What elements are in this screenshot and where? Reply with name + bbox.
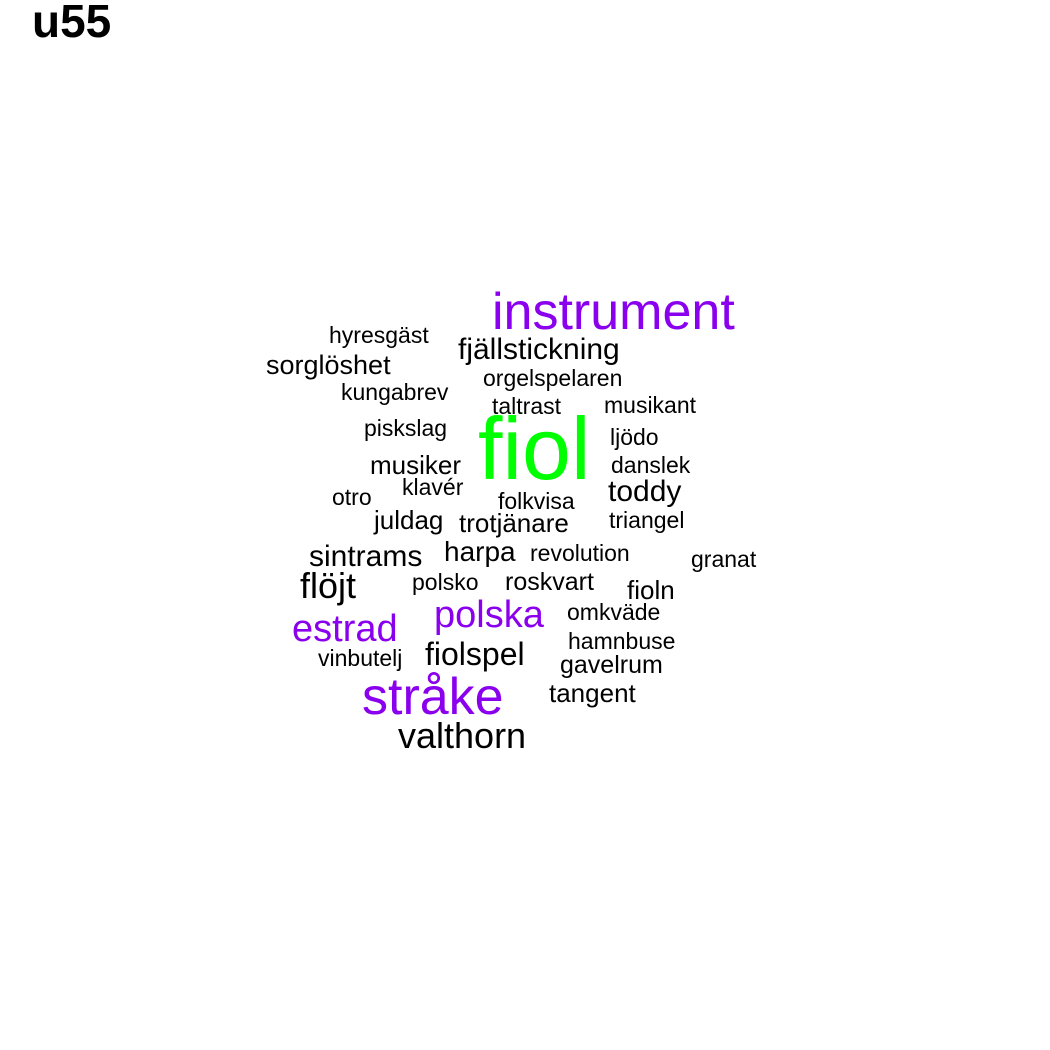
word-instrument: instrument xyxy=(492,283,735,342)
word-triangel: triangel xyxy=(609,507,685,534)
word-juldag: juldag xyxy=(374,504,444,535)
word-harpa: harpa xyxy=(444,535,516,567)
word-fiol: fiol xyxy=(478,398,591,498)
page-title: u55 xyxy=(32,0,112,47)
word-hyresgäst: hyresgäst xyxy=(329,322,429,349)
word-otro: otro xyxy=(332,484,372,511)
word-klavér: klavér xyxy=(402,474,464,501)
word-trotjänare: trotjänare xyxy=(459,507,569,538)
word-danslek: danslek xyxy=(611,452,691,479)
word-fiolspel: fiolspel xyxy=(425,636,525,673)
word-omkväde: omkväde xyxy=(567,599,661,626)
word-valthorn: valthorn xyxy=(398,714,527,756)
word-hamnbuse: hamnbuse xyxy=(568,628,676,655)
word-polsko: polsko xyxy=(412,569,479,596)
word-toddy: toddy xyxy=(608,475,682,508)
word-estrad: estrad xyxy=(292,607,398,650)
word-sorglöshet: sorglöshet xyxy=(266,349,391,380)
word-ljödo: ljödo xyxy=(610,424,659,451)
word-kungabrev: kungabrev xyxy=(341,379,449,406)
word-folkvisa: folkvisa xyxy=(498,488,575,515)
word-piskslag: piskslag xyxy=(364,415,448,442)
word-revolution: revolution xyxy=(530,540,630,567)
word-musiker: musiker xyxy=(370,449,462,480)
word-polska: polska xyxy=(434,593,544,636)
word-orgelspelaren: orgelspelaren xyxy=(483,365,623,392)
word-fjällstickning: fjällstickning xyxy=(458,333,620,366)
word-musikant: musikant xyxy=(604,392,697,419)
word-fioln: fioln xyxy=(627,574,675,605)
word-taltrast: taltrast xyxy=(492,393,562,420)
word-sintrams: sintrams xyxy=(309,540,423,573)
word-roskvart: roskvart xyxy=(505,567,594,596)
word-vinbutelj: vinbutelj xyxy=(318,645,403,672)
word-gavelrum: gavelrum xyxy=(560,650,663,679)
word-tangent: tangent xyxy=(549,677,636,708)
word-stråke: stråke xyxy=(362,668,504,727)
word-flöjt: flöjt xyxy=(300,564,357,606)
word-granat: granat xyxy=(691,546,757,573)
